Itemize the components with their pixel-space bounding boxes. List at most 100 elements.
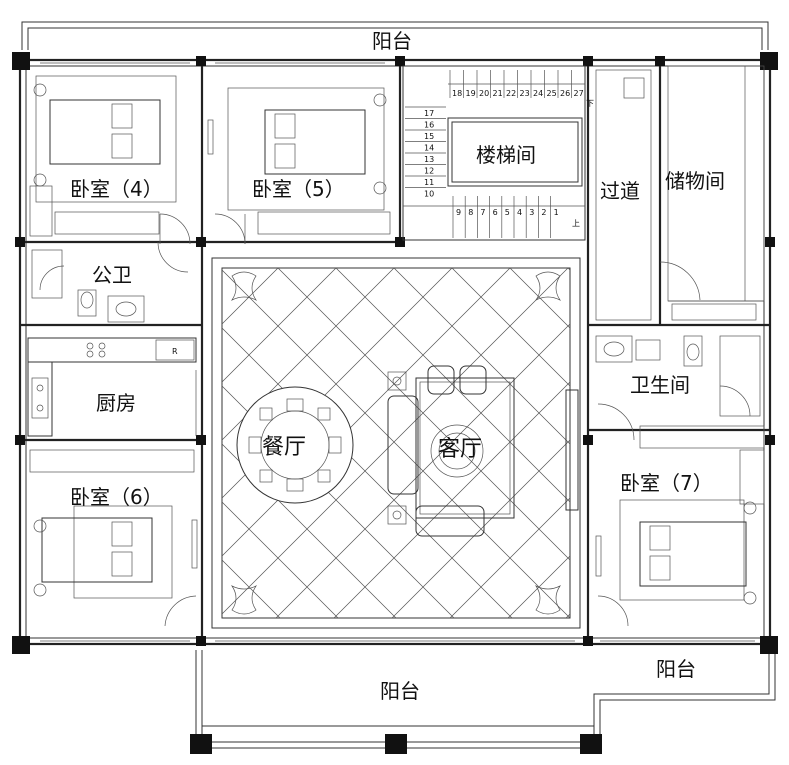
tile-line [451, 268, 570, 387]
floor-tile-pattern [0, 268, 789, 618]
tile-line [333, 381, 570, 618]
stair-step-number: 7 [480, 208, 485, 217]
tile-line [335, 268, 570, 503]
stair-step-number: 10 [424, 190, 434, 199]
exterior-wall [18, 58, 772, 646]
stair-step-number: 4 [517, 208, 522, 217]
label-public-wc: 公卫 [92, 263, 132, 287]
balcony-bottom-outline [195, 650, 776, 749]
stair-step-number: 19 [466, 89, 476, 98]
dining-table [236, 386, 354, 504]
stair-step-number: 15 [424, 132, 434, 141]
bedroom-4 [29, 75, 191, 245]
bed [41, 517, 153, 583]
stair-step-number: 23 [520, 89, 530, 98]
stair-step-number: 27 [574, 89, 584, 98]
stair-step-number: 20 [479, 89, 489, 98]
living-room-set [387, 365, 579, 537]
bed [49, 99, 161, 165]
bed [264, 109, 366, 175]
fridge-mark: R [172, 347, 178, 356]
tile-line [449, 497, 570, 618]
wardrobe [639, 425, 765, 449]
tile-line [0, 268, 220, 618]
label-balcony-bottom-right: 阳台 [656, 657, 696, 681]
wardrobe [257, 211, 391, 235]
sofa-long [387, 395, 419, 495]
stair-step-number: 12 [424, 167, 434, 176]
tile-line [222, 443, 397, 618]
wash-basin [595, 335, 633, 363]
structural-columns [12, 52, 778, 754]
tile-line [507, 555, 570, 618]
tile-line [275, 323, 570, 618]
stair-step-number: 8 [468, 208, 473, 217]
side-table [387, 505, 407, 525]
sofa-bottom [415, 505, 485, 537]
armchair [427, 365, 455, 395]
tile-line [509, 268, 570, 329]
tile-line [222, 268, 395, 441]
stair-step-number: 16 [424, 121, 434, 130]
tile-line [222, 501, 339, 618]
label-storage: 储物间 [665, 169, 725, 193]
stairwell [402, 65, 586, 241]
bedroom-7 [595, 425, 765, 627]
label-bedroom-5: 卧室（5） [252, 177, 345, 201]
rug [415, 377, 515, 519]
toilet [77, 289, 97, 317]
stair-step-number: 25 [547, 89, 557, 98]
label-corridor: 过道 [600, 179, 640, 203]
sink [31, 377, 49, 419]
stair-step-number: 3 [529, 208, 534, 217]
nightstand-lamp [33, 83, 47, 97]
label-living: 客厅 [438, 437, 482, 462]
coffee-table [430, 424, 484, 478]
stove-burner [86, 342, 94, 350]
stair-step-number: 6 [493, 208, 498, 217]
wardrobe [29, 449, 195, 473]
tile-line [222, 269, 570, 618]
armchair [459, 365, 487, 395]
label-bedroom-6: 卧室（6） [70, 485, 163, 509]
fridge [155, 339, 195, 361]
label-dining: 餐厅 [262, 435, 306, 460]
corridor-storage [595, 65, 765, 321]
stair-step-number: 22 [506, 89, 516, 98]
toilet [683, 335, 703, 367]
wash-basin [107, 295, 145, 323]
stair-step-number: 11 [424, 178, 434, 187]
label-stairwell: 楼梯间 [476, 143, 536, 167]
wardrobe [54, 211, 160, 235]
tile-line [222, 617, 223, 618]
bathroom [595, 335, 761, 441]
public-wc [31, 241, 189, 323]
kitchen: R [27, 337, 197, 437]
tile-line [565, 613, 570, 618]
windows [40, 62, 755, 642]
stair-landing-box [447, 117, 583, 187]
stair-step-number: 26 [560, 89, 570, 98]
tile-line [277, 268, 570, 561]
interior-walls [20, 60, 770, 640]
balcony-top-outline [21, 21, 769, 50]
tile-line [222, 268, 569, 615]
tile-line [391, 439, 570, 618]
stair-step-number: 9 [456, 208, 461, 217]
stair-step-number: 17 [424, 109, 434, 118]
stair-step-number: 2 [541, 208, 546, 217]
stair-step-number: 21 [493, 89, 503, 98]
stair-up-label: 上 [572, 219, 580, 228]
tile-line [626, 268, 789, 618]
tile-line [222, 268, 337, 383]
tile-line [393, 268, 570, 445]
stair-step-number: 13 [424, 155, 434, 164]
stair-step-number: 5 [505, 208, 510, 217]
label-bathroom: 卫生间 [630, 373, 690, 397]
stair-step-number: 18 [452, 89, 462, 98]
stair-down-label: 下 [586, 99, 594, 108]
